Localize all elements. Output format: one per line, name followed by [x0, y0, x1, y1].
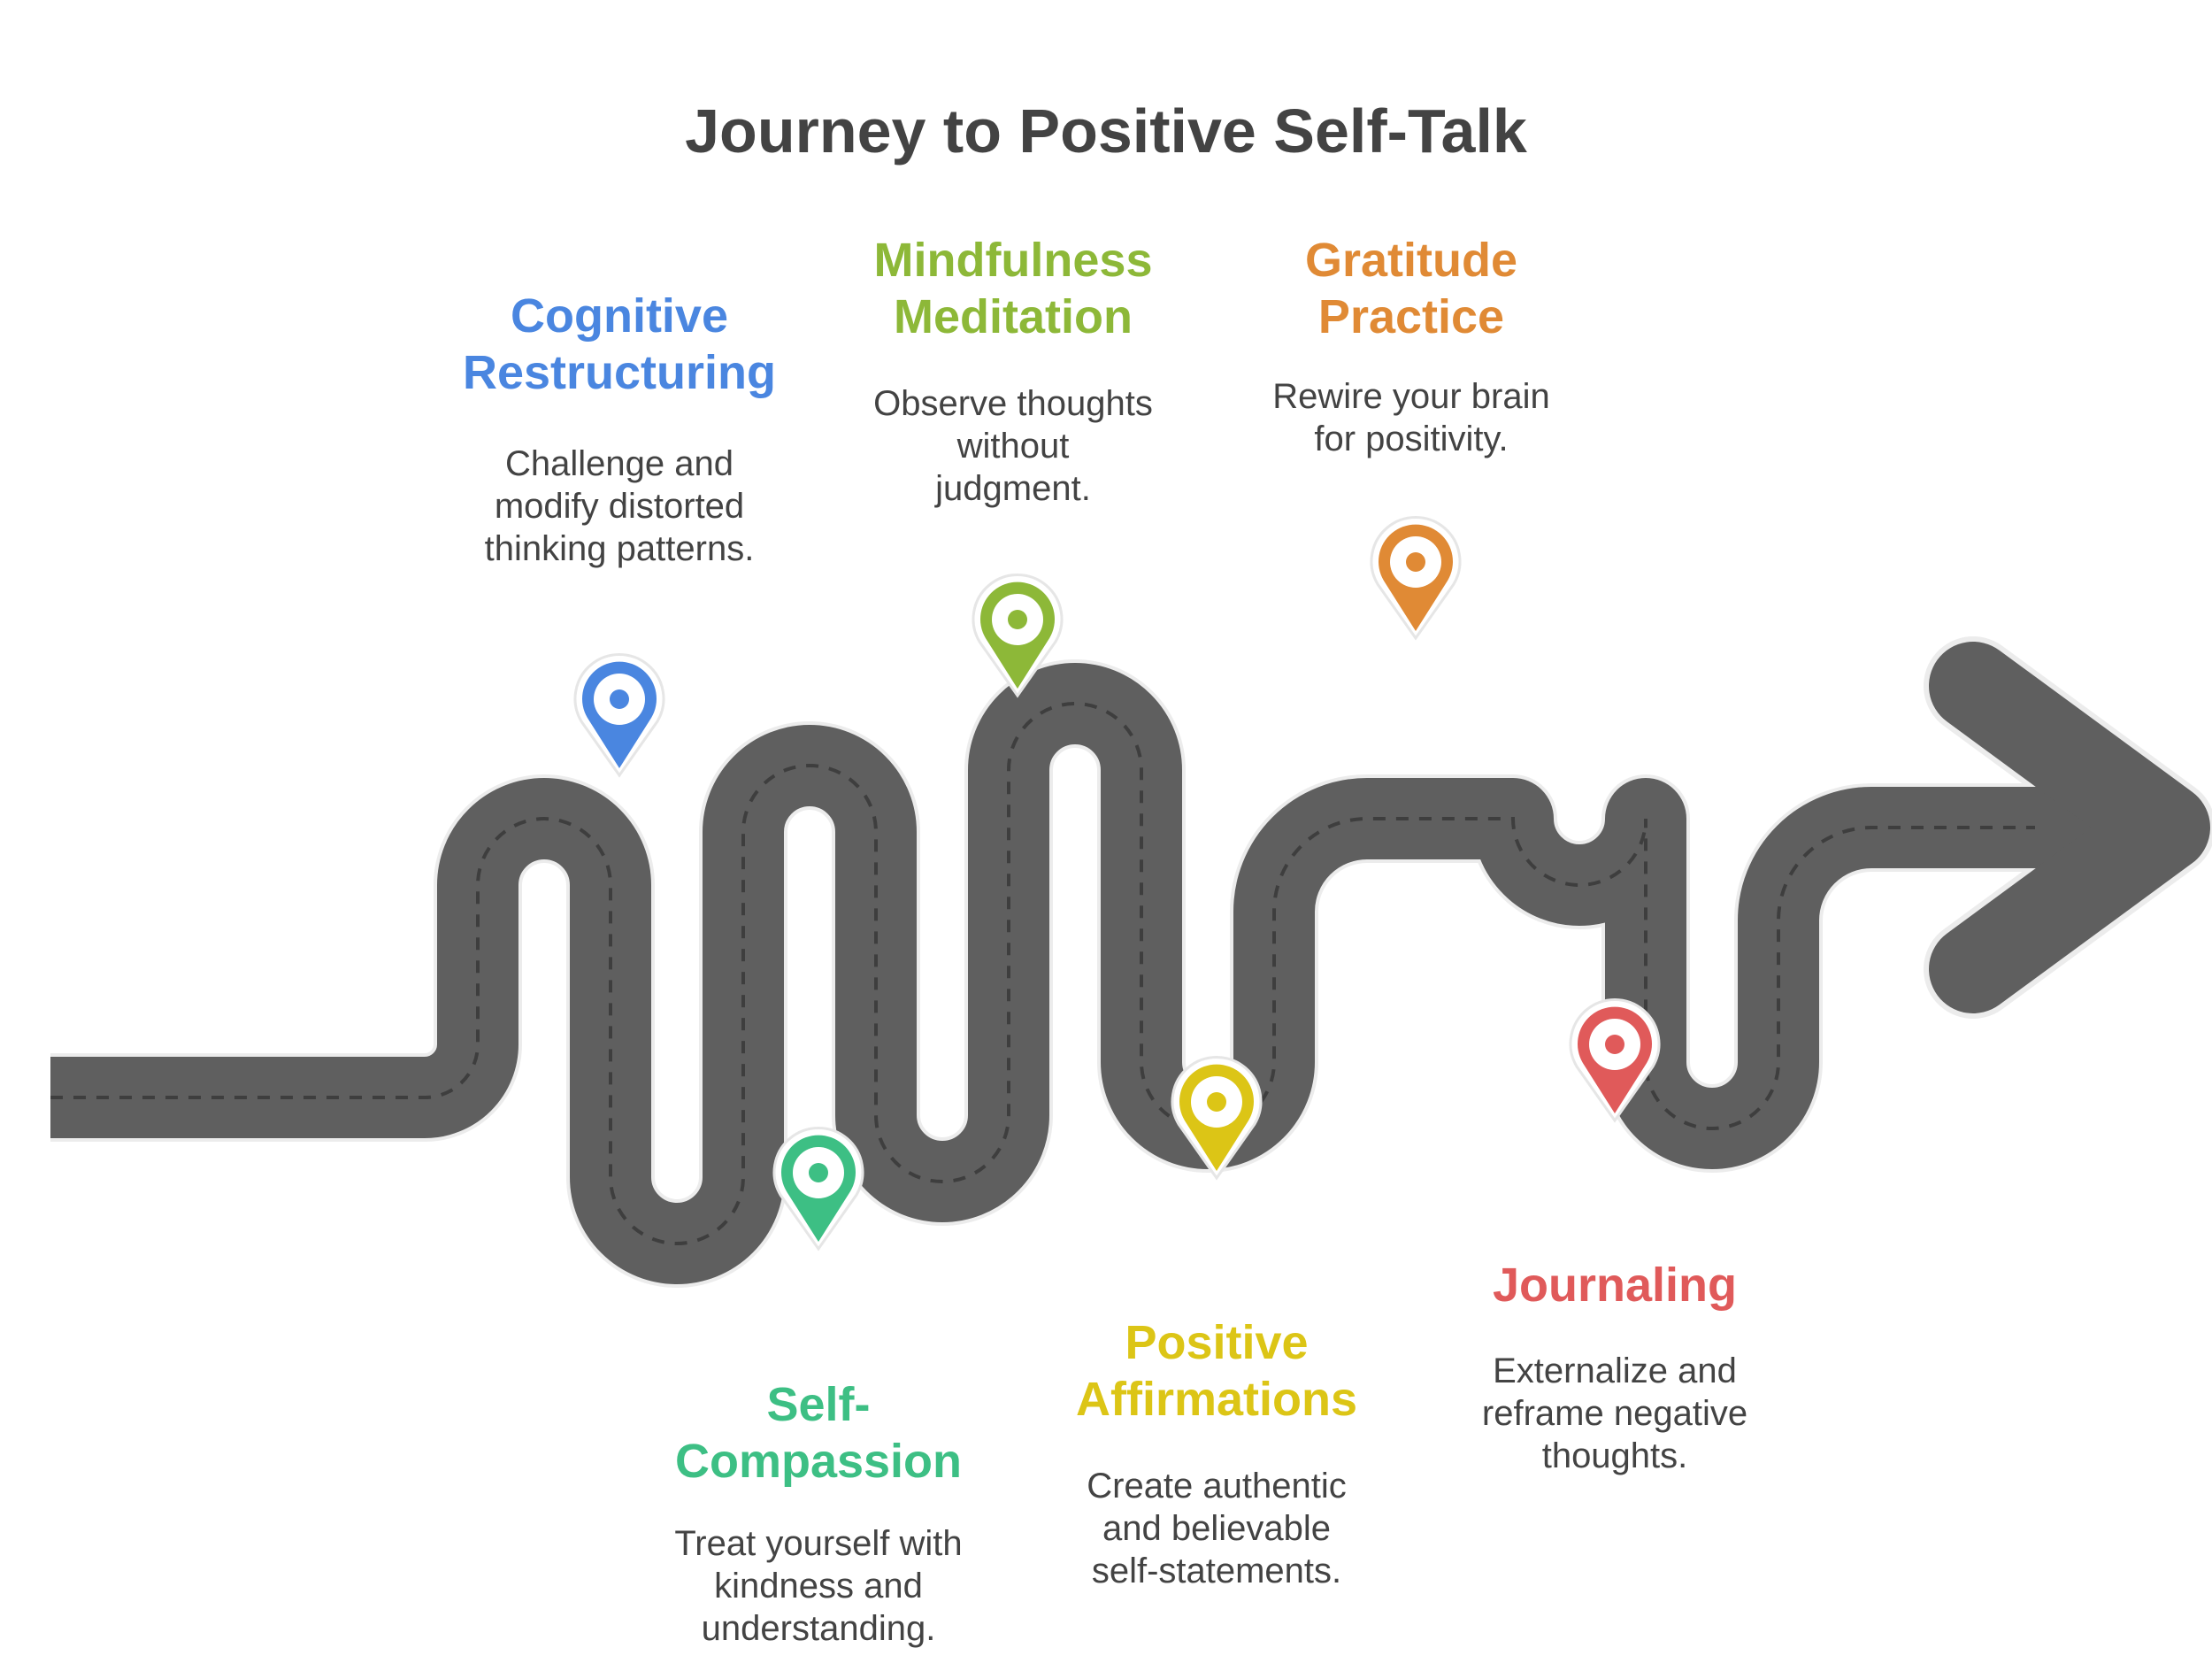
step-description-gratitude-practice: Rewire your brain for positivity.: [1208, 375, 1615, 460]
road-body: [50, 663, 2159, 1284]
map-pin-icon: [1370, 515, 1462, 641]
step-description-line: Treat yourself with: [674, 1524, 963, 1563]
step-description-line: thoughts.: [1541, 1436, 1688, 1475]
step-title-line: Gratitude: [1304, 234, 1518, 287]
step-title-line: Self-: [766, 1378, 871, 1431]
step-description-line: Challenge and: [505, 444, 733, 483]
step-description-line: Create authentic: [1087, 1467, 1347, 1505]
step-description-line: reframe negative: [1481, 1394, 1748, 1433]
step-description-line: self-statements.: [1091, 1552, 1342, 1590]
map-pin-icon: [972, 573, 1064, 698]
arrow-head: [1929, 642, 2210, 1013]
step-description-line: judgment.: [935, 469, 1091, 508]
diagram-title: Journey to Positive Self-Talk: [685, 96, 1527, 166]
step-title-line: Cognitive: [510, 289, 728, 343]
step-title-line: Journaling: [1492, 1259, 1737, 1312]
step-description-line: and believable: [1102, 1509, 1331, 1548]
step-title-line: Positive: [1125, 1316, 1309, 1369]
map-pin-icon: [1569, 997, 1661, 1123]
map-pin-icon: [772, 1126, 864, 1251]
step-title-line: Mindfulness: [873, 234, 1153, 287]
step-description-line: without: [956, 427, 1070, 466]
step-description-line: Externalize and: [1493, 1351, 1737, 1390]
step-title-self-compassion: Self-Compassion: [615, 1376, 1022, 1490]
markers: [573, 515, 1661, 1251]
step-description-positive-affirmations: Create authentic and believable self-state…: [1013, 1465, 1420, 1592]
step-title-line: Meditation: [894, 290, 1133, 343]
step-description-line: Observe thoughts: [873, 384, 1153, 423]
road-center-line: [50, 702, 2035, 1245]
step-title-line: Affirmations: [1075, 1373, 1357, 1426]
step-title-line: Compassion: [674, 1435, 963, 1488]
step-title-line: Restructuring: [462, 346, 777, 399]
step-description-line: kindness and: [714, 1567, 923, 1606]
step-title-journaling: Journaling: [1411, 1257, 1818, 1313]
map-pin-icon: [1171, 1055, 1263, 1181]
map-pin-icon: [573, 652, 665, 778]
step-description-line: modify distorted: [494, 487, 745, 526]
step-description-line: Rewire your brain: [1272, 377, 1550, 416]
step-description-line: thinking patterns.: [484, 529, 755, 568]
step-description-line: for positivity.: [1314, 420, 1509, 458]
step-description-line: understanding.: [701, 1609, 936, 1648]
step-title-line: Practice: [1317, 290, 1505, 343]
